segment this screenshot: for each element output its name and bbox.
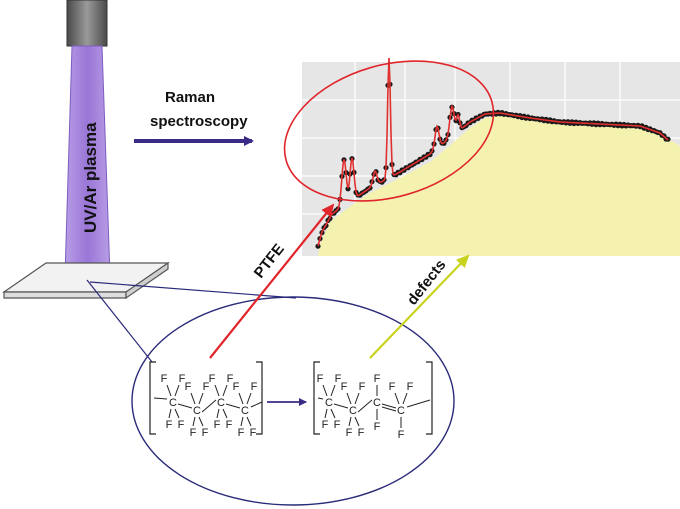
bond: [354, 416, 360, 427]
plasma-nozzle: [66, 0, 108, 47]
carbon-atom: C: [241, 405, 249, 417]
bond-double: [381, 406, 397, 412]
spectrum-point: [315, 243, 321, 249]
ptfe-label: PTFE: [251, 241, 288, 282]
bond: [333, 403, 349, 409]
bracket-left: [149, 361, 156, 435]
fluorine-atom: F: [202, 427, 209, 439]
fluorine-atom: F: [227, 373, 234, 385]
fluorine-atom: F: [166, 419, 173, 431]
bond: [250, 401, 263, 408]
bond: [192, 416, 196, 427]
fluorine-atom: F: [317, 373, 324, 385]
fluorine-atom: F: [209, 373, 216, 385]
fluorine-atom: F: [250, 427, 257, 439]
bond: [168, 408, 172, 419]
bond: [354, 392, 360, 405]
fluorine-atom: F: [374, 373, 381, 385]
fluorine-atom: F: [359, 381, 366, 393]
fluorine-atom: F: [251, 381, 258, 393]
bond: [240, 416, 244, 427]
bracket-right: [426, 361, 433, 435]
fluorine-atom: F: [407, 381, 414, 393]
fluorine-atom: F: [178, 419, 185, 431]
carbon-atom: C: [349, 405, 357, 417]
bond: [190, 392, 196, 405]
fluorine-atom: F: [161, 373, 168, 385]
peaks-highlight-ellipse: [283, 60, 495, 202]
fluorine-atom: F: [214, 419, 221, 431]
bracket-right: [256, 361, 263, 435]
method-label-line1: Raman: [165, 89, 215, 106]
ptfe-arrow: [209, 203, 335, 359]
bond: [317, 397, 324, 400]
fluorine-atom: F: [334, 419, 341, 431]
fluorine-atom: F: [238, 427, 245, 439]
molecule-zoom-ellipse: [131, 296, 455, 506]
bond: [174, 384, 180, 397]
fluorine-atom: F: [346, 427, 353, 439]
bond: [216, 408, 220, 419]
defects-arrow: [369, 254, 470, 359]
fluorine-atom: F: [389, 381, 396, 393]
bond: [225, 403, 241, 409]
fluorine-atom: F: [322, 419, 329, 431]
substrate-plate-edge: [3, 291, 127, 299]
carbon-atom: C: [217, 397, 225, 409]
bond: [153, 397, 168, 400]
carbon-atom: C: [325, 397, 333, 409]
bond: [238, 392, 244, 405]
bond: [198, 416, 204, 427]
method-label-line2: spectroscopy: [150, 113, 248, 130]
bond: [198, 392, 204, 405]
bond: [214, 384, 220, 397]
substrate-plate: [2, 262, 170, 293]
carbon-atom: C: [397, 405, 405, 417]
fluorine-atom: F: [190, 427, 197, 439]
fluorine-atom: F: [335, 373, 342, 385]
bond: [246, 416, 252, 427]
bond: [330, 384, 336, 397]
carbon-atom: C: [169, 397, 177, 409]
bond: [330, 408, 336, 419]
bond: [322, 384, 328, 397]
fluorine-atom: F: [226, 419, 233, 431]
bond: [381, 403, 397, 409]
bond: [324, 408, 328, 419]
bond: [357, 399, 373, 413]
bond: [402, 392, 408, 405]
carbon-atom: C: [373, 397, 381, 409]
substrate-plate-side: [125, 261, 169, 300]
plasma-label: UV/Ar plasma: [81, 122, 100, 233]
bond: [166, 384, 172, 397]
bond: [246, 392, 252, 405]
bracket-left: [313, 361, 320, 435]
bond: [222, 384, 228, 397]
bond: [174, 408, 180, 419]
bond: [177, 403, 193, 409]
fluorine-atom: F: [358, 427, 365, 439]
spectrum-baseline-fill: [318, 116, 680, 256]
bond: [394, 392, 400, 405]
fluorine-atom: F: [179, 373, 186, 385]
spectrum-point: [345, 186, 351, 192]
fluorine-atom: F: [203, 381, 210, 393]
fluorine-atom: F: [185, 381, 192, 393]
fluorine-atom: F: [398, 429, 405, 441]
bond: [201, 399, 217, 413]
bond: [222, 408, 228, 419]
fluorine-atom: F: [233, 381, 240, 393]
spectrum-plot: [302, 57, 680, 256]
zoom-line-left: [86, 279, 153, 363]
fluorine-atom: F: [374, 421, 381, 433]
bond: [348, 416, 352, 427]
carbon-atom: C: [193, 405, 201, 417]
fluorine-atom: F: [341, 381, 348, 393]
bond: [406, 399, 431, 408]
bond: [346, 392, 352, 405]
